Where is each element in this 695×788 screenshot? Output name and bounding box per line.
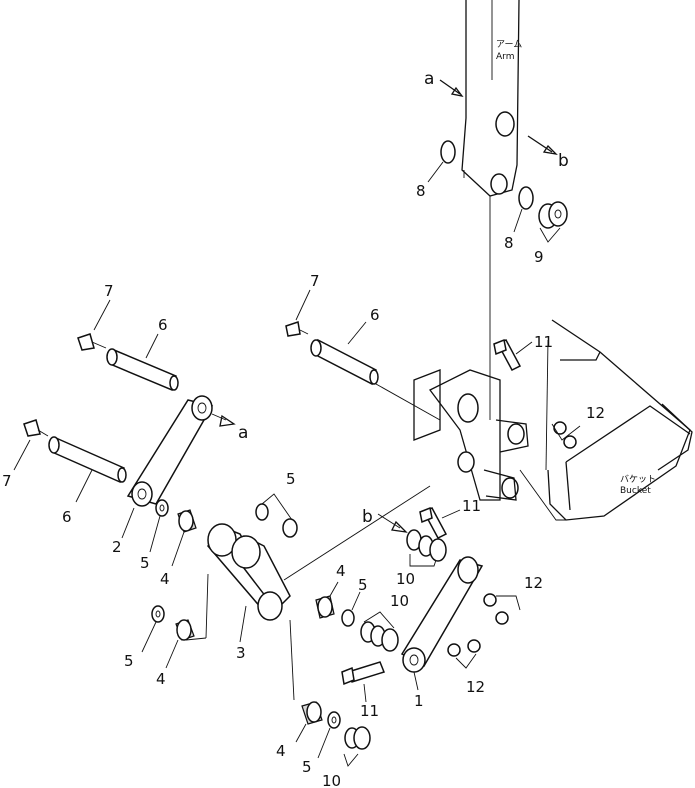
- callout-5-e: 5: [302, 758, 312, 776]
- callout-7-lower: 7: [2, 472, 12, 490]
- callout-4-a: 4: [160, 570, 170, 588]
- callout-8-left: 8: [416, 182, 426, 200]
- callout-5-b: 5: [286, 470, 296, 488]
- callout-10-a: 10: [396, 570, 415, 588]
- o-ring-left: [440, 140, 456, 164]
- pin-lower-left: 7 6: [2, 419, 127, 526]
- ref-b-link: b: [362, 507, 373, 527]
- callout-4-b: 4: [336, 562, 346, 580]
- o-ring-right: [518, 186, 534, 210]
- callout-6-center: 6: [370, 306, 380, 324]
- callout-5-c: 5: [124, 652, 134, 670]
- callout-12-bottom: 12: [466, 678, 485, 696]
- callout-11-mid: 11: [462, 497, 481, 515]
- callout-12-top: 12: [586, 404, 605, 422]
- callout-9: 9: [534, 248, 544, 266]
- bucket-en-label: Bucket: [620, 486, 651, 496]
- callout-6-lower: 6: [62, 508, 72, 526]
- bucket-jp-label: バケット: [620, 474, 656, 485]
- pin-center: 7 6: [285, 272, 441, 421]
- callout-5-d: 5: [358, 576, 368, 594]
- ref-a-link: a: [238, 423, 248, 443]
- arm-en-label: Arm: [496, 52, 514, 62]
- arm: アーム Arm: [461, 0, 522, 420]
- callout-7-upper: 7: [104, 282, 114, 300]
- callout-10-b: 10: [390, 592, 409, 610]
- callout-11-top: 11: [534, 333, 553, 351]
- callout-12-mid: 12: [524, 574, 543, 592]
- callout-3: 3: [236, 644, 246, 662]
- callout-7-center: 7: [310, 272, 320, 290]
- callout-4-c: 4: [156, 670, 166, 688]
- bucket: バケット Bucket: [413, 319, 693, 521]
- link-1: 1: [400, 556, 484, 710]
- callout-5-a: 5: [140, 554, 150, 572]
- ref-b-top: b: [558, 151, 569, 171]
- link-3: 3: [185, 485, 431, 701]
- link-2: a 2: [112, 395, 248, 556]
- callout-10-c: 10: [322, 772, 341, 788]
- callout-8-right: 8: [504, 234, 514, 252]
- callout-2: 2: [112, 538, 122, 556]
- ref-a-top: a: [424, 69, 434, 89]
- callout-6-upper: 6: [158, 316, 168, 334]
- callout-11-bottom: 11: [360, 702, 379, 720]
- pin-upper-left: 7 6: [77, 282, 179, 392]
- callout-4-d: 4: [276, 742, 286, 760]
- callout-1: 1: [414, 692, 424, 710]
- arm-jp-label: アーム: [496, 39, 522, 50]
